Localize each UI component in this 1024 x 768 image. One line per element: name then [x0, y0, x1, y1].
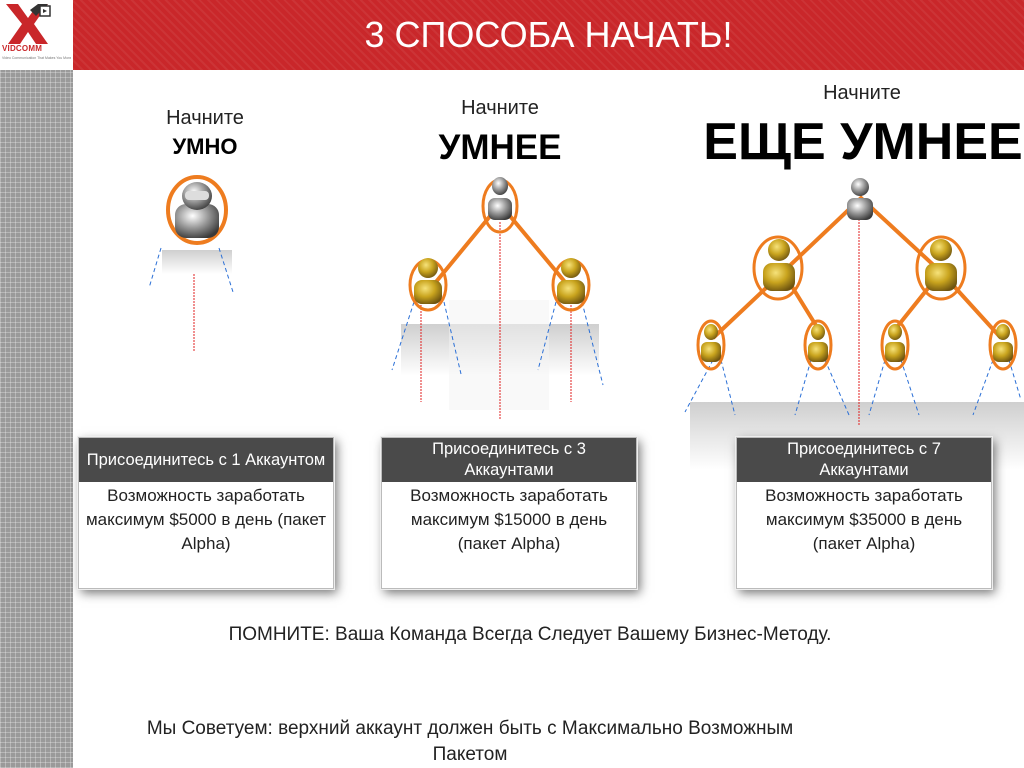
tier1-small-label: Начните	[166, 107, 244, 129]
tier3-silver-node-icon	[847, 178, 873, 220]
tier3-gold-node-bottom-2-icon	[808, 324, 828, 362]
tier3-dash-3	[794, 359, 812, 416]
tier1-earn-text: Возможность заработать максимум $5000 в …	[85, 486, 327, 553]
tier1-join-text: Присоединитесь с 1 Аккаунтом	[79, 438, 333, 482]
tier3-gold-node-bottom-4-icon	[993, 324, 1013, 362]
tier2-small-label: Начните	[461, 97, 539, 119]
tier2-dash-3	[537, 301, 557, 371]
tier3-gold-node-mid-right-icon	[925, 239, 957, 291]
tier2-info-box: Присоединитесь с 3 Аккаунтами Возможност…	[381, 437, 637, 589]
tier3-dash-7	[972, 359, 994, 416]
tier3-bottom-ring-1	[696, 319, 726, 371]
tier2-dash-2	[443, 301, 462, 375]
tier3-small-label: Начните	[823, 82, 901, 104]
header-bar	[73, 0, 1024, 70]
team-tree-diagram	[148, 175, 1024, 470]
tier1-dash-right	[218, 247, 234, 293]
side-pattern-strip	[0, 70, 73, 768]
tier3-dash-6	[900, 359, 920, 416]
tier2-gold-node-left-icon	[414, 258, 442, 304]
advice-note: Мы Советуем: верхний аккаунт должен быть…	[146, 718, 794, 765]
tier3-info-box: Присоединитесь с 7 Аккаунтами Возможност…	[736, 437, 992, 589]
tier1-dash-left	[148, 247, 162, 289]
tier3-earn-text: Возможность заработать максимум $35000 в…	[765, 486, 963, 553]
tier3-diagram	[684, 178, 1024, 470]
slide-title: 3 СПОСОБА НАЧАТЬ!	[364, 14, 733, 55]
logo-wordmark: VIDCOMM	[2, 44, 43, 53]
tier3-mid-left-ring	[752, 235, 804, 301]
tier1-diagram	[148, 175, 234, 352]
tier3-join-text: Присоединитесь с 7 Аккаунтами	[737, 438, 991, 482]
tier2-join-text: Присоединитесь с 3 Аккаунтами	[382, 438, 636, 482]
tier3-dash-5	[868, 359, 886, 416]
logo: VIDCOMM Video Communication That Makes Y…	[0, 0, 73, 70]
tier3-gold-node-bottom-1-icon	[701, 324, 721, 362]
tier3-gold-node-mid-left-icon	[763, 239, 795, 291]
tier2-gold-node-right-icon	[557, 258, 585, 304]
tier2-silver-node-icon	[488, 177, 512, 220]
tier2-dash-4	[581, 301, 604, 386]
tier2-diagram	[391, 177, 604, 420]
tier3-dash-2	[720, 359, 736, 416]
tier1-silver-node-icon	[175, 182, 219, 238]
tier2-reflection-glow	[449, 300, 549, 410]
tier1-reflection-panel	[162, 250, 232, 274]
tier3-big-label: ЕЩЕ УМНЕЕ	[703, 113, 1023, 171]
tier1-info-box: Присоединитесь с 1 Аккаунтом Возможность…	[78, 437, 334, 589]
tier2-earn-text: Возможность заработать максимум $15000 в…	[410, 486, 608, 553]
remember-note: ПОМНИТЕ: Ваша Команда Всегда Следует Ваш…	[228, 624, 832, 645]
vidcomm-x-logo-icon	[6, 4, 51, 44]
tier3-gold-node-bottom-3-icon	[885, 324, 905, 362]
tier3-bottom-ring-2	[803, 319, 833, 371]
logo-tagline: Video Communication That Makes You Money	[2, 56, 71, 60]
tier3-mid-right-ring	[915, 235, 967, 301]
tier2-big-label: УМНЕЕ	[438, 128, 562, 167]
tier1-big-label: УМНО	[172, 134, 238, 159]
tier1-ring	[166, 175, 228, 245]
tier3-dash-4	[824, 359, 850, 416]
tier3-bottom-ring-3	[880, 319, 910, 371]
tier3-bottom-ring-4	[988, 319, 1018, 371]
tier2-dash-1	[391, 301, 415, 371]
